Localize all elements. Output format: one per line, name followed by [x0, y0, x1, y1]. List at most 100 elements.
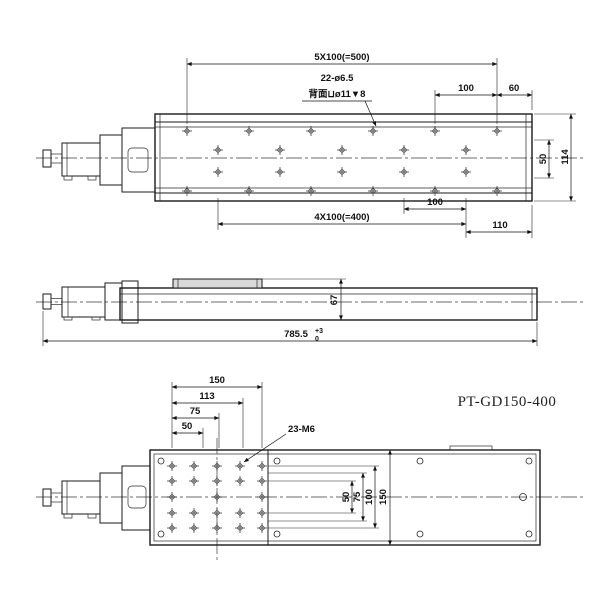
hole-mark: [234, 507, 246, 519]
hole-mark: [305, 125, 317, 137]
motor-flange: [121, 465, 151, 531]
hole-mark: [212, 166, 224, 178]
screw-hole: [157, 457, 165, 465]
hole-mark: [367, 185, 379, 197]
hole-mark: [234, 475, 246, 487]
dim-75-v-label: 75: [352, 491, 363, 502]
bottom-holes-callout: 23-M6: [288, 424, 315, 435]
screw-hole: [525, 530, 533, 538]
screw-hole: [416, 530, 424, 538]
side-view-dimensions: 67 785.5 +3 0: [42, 278, 538, 346]
hole-mark: [211, 507, 223, 519]
hole-mark: [491, 185, 503, 197]
hole-mark: [429, 125, 441, 137]
hole-mark: [336, 166, 348, 178]
dim-150-v-label: 150: [378, 489, 389, 505]
dim-75-h-label: 75: [190, 406, 201, 417]
top-view-holes: [181, 125, 503, 197]
hole-mark: [398, 144, 410, 156]
screw-hole: [273, 457, 281, 465]
hole-mark: [256, 475, 268, 487]
dim-100-v-label: 100: [364, 489, 375, 505]
hole-mark: [188, 522, 200, 534]
dim-60-label: 60: [509, 83, 520, 94]
hole-mark: [211, 475, 223, 487]
hole-mark: [243, 185, 255, 197]
hole-mark: [166, 507, 178, 519]
hole-mark: [188, 475, 200, 487]
top-view-motor-assembly: [42, 127, 156, 193]
hole-mark: [243, 125, 255, 137]
hole-mark: [460, 144, 472, 156]
dim-110-label: 110: [492, 220, 507, 231]
motor-flange: [121, 280, 139, 324]
handwheel-knob: [42, 293, 52, 310]
dim-150-h-label: 150: [209, 375, 225, 386]
bottom-view-dimensions: 150 113 75 50 23-M6 50 75: [171, 375, 395, 546]
hole-mark: [491, 125, 503, 137]
dim-50-h-label: 50: [182, 421, 193, 432]
bottom-view: 150 113 75 50 23-M6 50 75: [36, 375, 586, 560]
hole-mark: [211, 491, 223, 503]
hole-mark: [211, 522, 223, 534]
hole-mark: [212, 144, 224, 156]
hole-mark: [211, 460, 223, 472]
hole-mark: [274, 144, 286, 156]
hole-mark: [429, 185, 441, 197]
hole-mark: [256, 491, 268, 503]
hole-mark: [460, 166, 472, 178]
motor-body: [61, 142, 101, 177]
handwheel-knob: [42, 488, 52, 507]
dim-113-label: 113: [199, 391, 214, 402]
flange-slot: [127, 485, 147, 509]
top-view: 5X100(=500) 22-ø6.5 背面⊔ø11▼8 100 60 50 1: [36, 52, 586, 238]
dim-50-v-label: 50: [341, 492, 352, 503]
hole-mark: [181, 185, 193, 197]
top-view-dimensions: 5X100(=500) 22-ø6.5 背面⊔ø11▼8 100 60 50 1: [186, 52, 576, 238]
hole-mark: [256, 460, 268, 472]
hole-mark: [336, 144, 348, 156]
hole-mark: [234, 460, 246, 472]
hole-mark: [367, 125, 379, 137]
dim-785-tol-lower: 0: [315, 336, 319, 343]
screw-hole: [519, 493, 527, 501]
screw-hole: [416, 457, 424, 465]
handwheel-knob: [42, 149, 52, 168]
back-counterbore-note: 背面⊔ø11▼8: [309, 88, 366, 100]
hole-mark: [188, 507, 200, 519]
hole-mark: [305, 185, 317, 197]
coupling-housing: [99, 134, 123, 186]
part-number: PT-GD150-400: [458, 394, 557, 410]
screw-hole: [525, 457, 533, 465]
top-view-stage-body: [154, 113, 533, 202]
hole-mark: [398, 166, 410, 178]
hole-mark: [274, 166, 286, 178]
motor-flange: [121, 127, 156, 193]
dim-785-tol-upper: +3: [315, 328, 323, 335]
dim-100-bottom-label: 100: [427, 197, 443, 208]
bottom-view-motor-assembly: [42, 465, 151, 531]
hole-mark: [166, 475, 178, 487]
dim-5x100-label: 5X100(=500): [314, 52, 369, 63]
side-view-stage-body: [119, 278, 538, 321]
dim-114-label: 114: [560, 149, 571, 165]
top-holes-callout: 22-ø6.5: [321, 73, 354, 84]
screw-hole: [157, 530, 165, 538]
dim-67-label: 67: [329, 295, 340, 306]
hole-mark: [166, 522, 178, 534]
hole-mark: [166, 460, 178, 472]
dim-4x100-label: 4X100(=400): [314, 212, 369, 223]
side-view-motor-assembly: [42, 280, 139, 324]
side-view: 67 785.5 +3 0: [36, 278, 586, 346]
coupling-housing: [99, 472, 123, 524]
hole-mark: [166, 491, 178, 503]
screw-hole: [273, 530, 281, 538]
dim-100-top-label: 100: [458, 83, 474, 94]
hole-mark: [181, 125, 193, 137]
dim-785-label: 785.5: [284, 329, 308, 340]
hole-mark: [188, 460, 200, 472]
flange-slot: [127, 147, 149, 173]
hole-mark: [256, 507, 268, 519]
